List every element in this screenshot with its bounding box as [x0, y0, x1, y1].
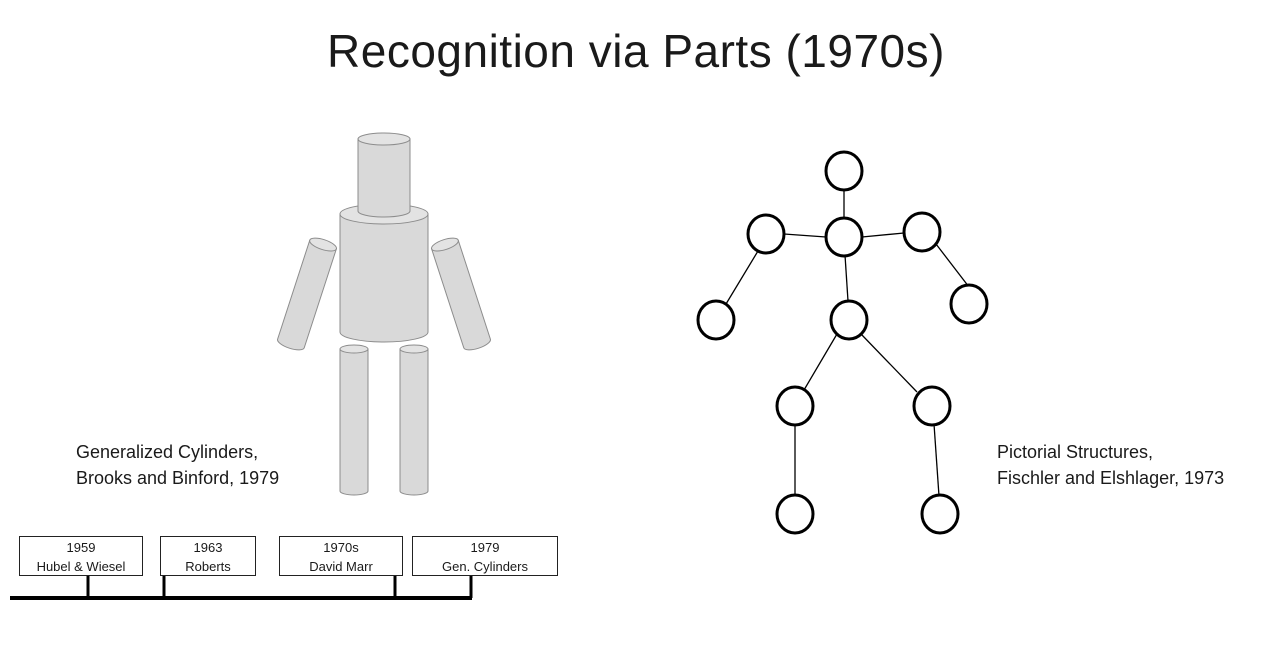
- timeline-year: 1970s: [323, 540, 359, 555]
- right-arm-cylinder: [430, 237, 491, 351]
- graph-node-hip: [829, 299, 869, 341]
- caption-line: Generalized Cylinders,: [76, 442, 259, 462]
- timeline-entry: 1959 Hubel & Wiesel: [19, 536, 143, 576]
- timeline: [10, 574, 473, 600]
- graph-node-right-shoulder: [902, 211, 942, 253]
- graph-node-right-foot: [920, 493, 960, 535]
- caption-line: Fischler and Elshlager, 1973: [997, 468, 1225, 488]
- slide-title: Recognition via Parts (1970s): [327, 25, 945, 77]
- graph-node-left-foot: [775, 493, 815, 535]
- pictorial-structures-graph: [696, 150, 989, 535]
- graph-node-left-knee: [775, 385, 815, 427]
- timeline-label: Gen. Cylinders: [442, 559, 528, 574]
- caption-line: Pictorial Structures,: [997, 442, 1154, 462]
- timeline-year: 1959: [66, 540, 96, 555]
- timeline-entry: 1970s David Marr: [279, 536, 403, 576]
- left-arm-cylinder: [277, 237, 338, 351]
- timeline-year: 1979: [470, 540, 500, 555]
- caption-line: Brooks and Binford, 1979: [76, 468, 280, 488]
- graph-nodes: [696, 150, 989, 535]
- graph-edges: [725, 189, 970, 497]
- right-leg-cylinder: [399, 344, 429, 496]
- left-leg-cylinder: [339, 344, 369, 496]
- timeline-entry: 1979 Gen. Cylinders: [412, 536, 558, 576]
- timeline-label: David Marr: [309, 559, 373, 574]
- graph-node-right-hand: [949, 283, 989, 325]
- timeline-entry: 1963 Roberts: [160, 536, 256, 576]
- pictorial-structures-caption: Pictorial Structures, Fischler and Elshl…: [997, 439, 1224, 491]
- graph-node-neck: [824, 216, 864, 258]
- generalized-cylinders-caption: Generalized Cylinders, Brooks and Binfor…: [76, 439, 279, 491]
- graph-node-right-knee: [912, 385, 952, 427]
- graph-node-left-hand: [696, 299, 736, 341]
- timeline-label: Roberts: [185, 559, 231, 574]
- timeline-label: Hubel & Wiesel: [36, 559, 126, 574]
- graph-node-left-shoulder: [746, 213, 786, 255]
- timeline-year: 1963: [193, 540, 223, 555]
- torso-cylinder: [339, 203, 429, 343]
- graph-node-head: [824, 150, 864, 192]
- head-cylinder: [357, 132, 411, 218]
